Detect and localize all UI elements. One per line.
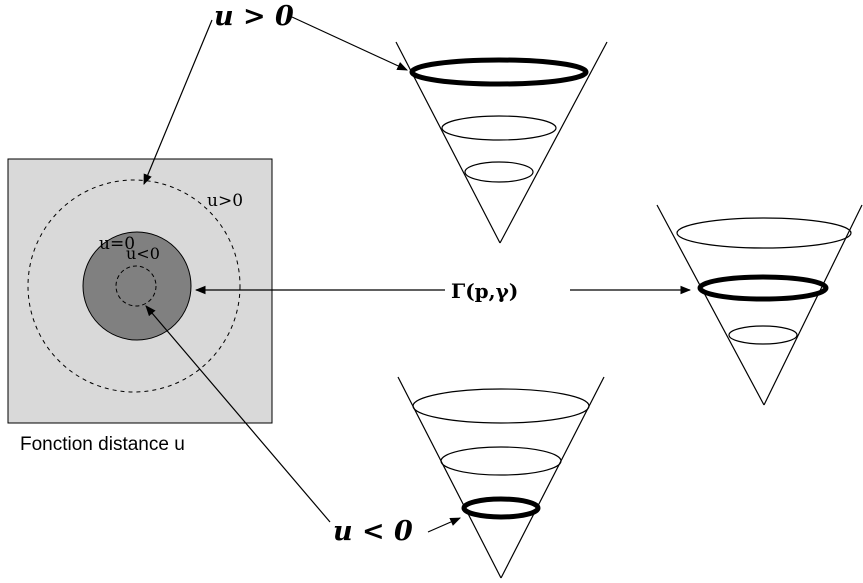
label-u-negative-inside: u<0 — [126, 244, 160, 263]
cone-top — [395, 41, 608, 244]
arrow-uneg-to-bottom-cone — [427, 517, 461, 533]
cone-top-right-edge — [499, 41, 608, 244]
cone-bottom — [397, 376, 605, 579]
cone-right-left-edge — [656, 204, 765, 406]
cone-right — [656, 204, 863, 406]
zero-level-disk — [82, 231, 192, 341]
cone-top-ring-low — [464, 161, 534, 183]
cone-top-ring-mid — [441, 115, 557, 141]
cone-top-highlighted-ring — [409, 57, 589, 87]
cone-bottom-ring-top — [412, 388, 590, 424]
cone-bottom-highlighted-ring — [461, 496, 541, 520]
cone-bottom-ring-mid — [440, 446, 562, 476]
distance-function-panel — [7, 158, 273, 424]
label-u-negative-bottom: u < 0 — [333, 516, 413, 547]
cone-right-ring-top — [676, 217, 852, 249]
arrow-upos-to-top-cone — [291, 16, 408, 71]
caption-distance-function: Fonction distance u — [20, 434, 185, 455]
cone-right-highlighted-ring — [697, 274, 829, 302]
label-u-positive-inside: u>0 — [207, 191, 243, 211]
arrow-uneg-to-inner-contour — [145, 305, 331, 523]
negative-level-contour — [115, 265, 157, 307]
label-u-zero: u=0 — [99, 234, 135, 254]
cone-right-ring-low — [728, 325, 798, 345]
arrows — [143, 16, 692, 533]
label-u-positive-top: u > 0 — [214, 1, 294, 32]
arrow-upos-to-outer-contour — [143, 19, 213, 185]
cone-right-right-edge — [763, 204, 863, 406]
positive-level-contour — [27, 179, 241, 393]
label-gamma: Γ(p,γ) — [451, 279, 518, 303]
